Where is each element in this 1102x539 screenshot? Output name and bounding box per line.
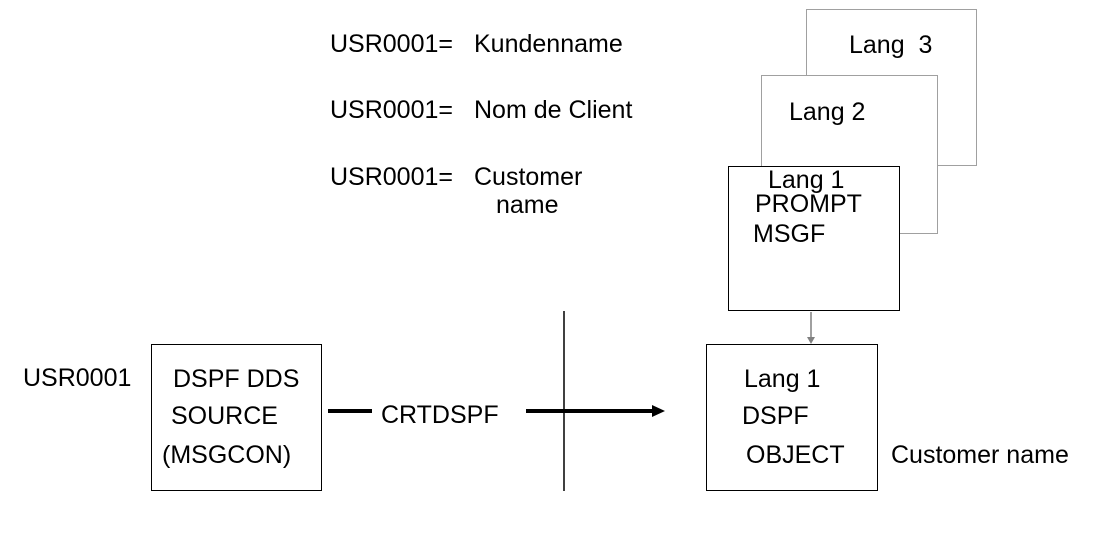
msgf-label: MSGF xyxy=(753,220,826,248)
lang1-prompt-msgf-card: Lang 1 PROMPT MSGF xyxy=(728,166,900,311)
usr0001-german-text: Kundenname xyxy=(474,30,623,58)
usr0001-english-text-cont: name xyxy=(496,191,559,219)
msgcon-label: (MSGCON) xyxy=(162,441,292,469)
usr0001-english-prefix: USR0001= xyxy=(330,163,453,191)
object-field-text: Customer name xyxy=(891,441,1069,469)
dspf-dds-label: DSPF DDS xyxy=(173,365,300,393)
crtdspf-command-label: CRTDSPF xyxy=(381,401,499,429)
usr0001-english-text: Customer xyxy=(474,163,583,191)
msgf-to-object-arrowhead xyxy=(807,337,815,344)
dspf-dds-source-box: DSPF DDS SOURCE (MSGCON) xyxy=(151,344,322,491)
lang3-label: Lang 3 xyxy=(849,31,933,59)
object-dspf-label: DSPF xyxy=(742,402,809,430)
lang1-card-title: Lang 1 xyxy=(768,166,845,194)
usr0001-french-prefix: USR0001= xyxy=(330,96,453,124)
usr0001-french-text: Nom de Client xyxy=(474,96,633,124)
object-label: OBJECT xyxy=(746,441,845,469)
source-label: SOURCE xyxy=(171,402,278,430)
command-to-object-arrowhead xyxy=(652,405,665,417)
dspf-object-box: Lang 1 DSPF OBJECT xyxy=(706,344,878,491)
object-lang1-label: Lang 1 xyxy=(744,365,821,393)
lang2-label: Lang 2 xyxy=(789,98,866,126)
usr0001-german-prefix: USR0001= xyxy=(330,30,453,58)
source-field-label: USR0001 xyxy=(23,364,132,392)
prompt-label: PROMPT xyxy=(755,190,862,218)
